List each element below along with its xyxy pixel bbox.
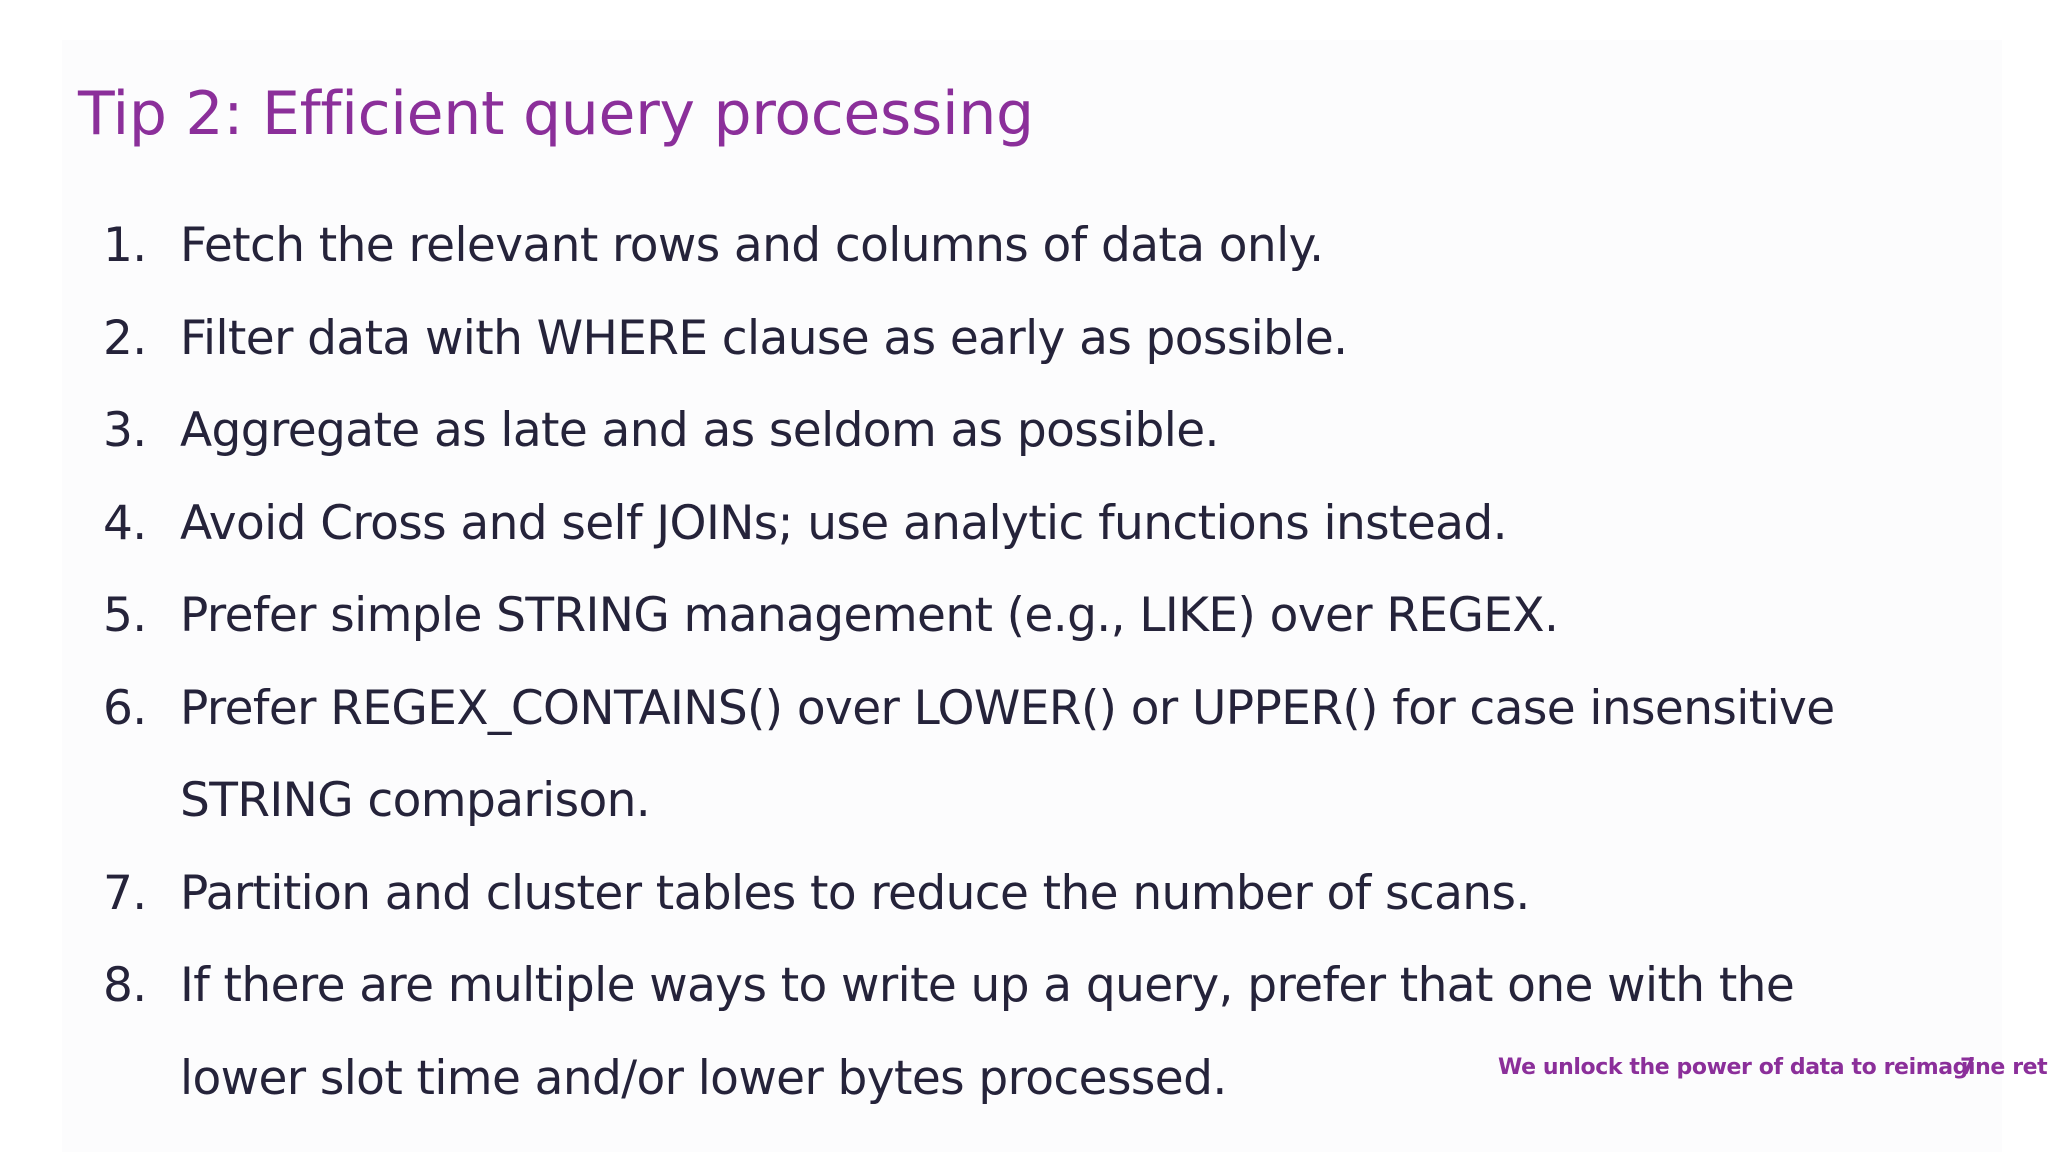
list-item: 7. Partition and cluster tables to reduc… — [0, 848, 2048, 941]
list-item-text: Partition and cluster tables to reduce t… — [180, 865, 1530, 921]
list-item-text: Fetch the relevant rows and columns of d… — [180, 218, 1324, 273]
list-item-number: 3. — [103, 403, 147, 458]
content-panel — [62, 40, 2002, 1152]
list-item: 5. Prefer simple STRING management (e.g.… — [0, 570, 2048, 663]
list-item: 8. If there are multiple ways to write u… — [0, 940, 2048, 1125]
list-item-number: 2. — [103, 310, 147, 366]
list-item-text: Avoid Cross and self JOINs; use analytic… — [180, 495, 1508, 551]
list-item-number: 5. — [103, 588, 147, 643]
list-item-number: 1. — [103, 218, 147, 273]
list-item-text: Prefer simple STRING management (e.g., L… — [180, 588, 1559, 643]
tips-list: 1. Fetch the relevant rows and columns o… — [0, 200, 2048, 1125]
list-item: 2. Filter data with WHERE clause as earl… — [0, 293, 2048, 386]
list-item-text: Prefer REGEX_CONTAINS() over LOWER() or … — [180, 680, 1835, 829]
list-item: 1. Fetch the relevant rows and columns o… — [0, 200, 2048, 293]
page-number: 7 — [1960, 1055, 1976, 1080]
list-item-text: If there are multiple ways to write up a… — [180, 958, 1795, 1106]
list-item-number: 8. — [103, 958, 147, 1013]
list-item-number: 6. — [103, 680, 147, 736]
list-item: 6. Prefer REGEX_CONTAINS() over LOWER() … — [0, 663, 2048, 848]
list-item-number: 7. — [103, 865, 147, 921]
list-item-text: Aggregate as late and as seldom as possi… — [180, 403, 1219, 458]
footer-tagline: We unlock the power of data to reimagine… — [1498, 1055, 2048, 1080]
list-item: 3. Aggregate as late and as seldom as po… — [0, 385, 2048, 478]
slide-title: Tip 2: Efficient query processing — [78, 79, 1034, 149]
list-item: 4. Avoid Cross and self JOINs; use analy… — [0, 478, 2048, 571]
list-item-number: 4. — [103, 495, 147, 551]
list-item-text: Filter data with WHERE clause as early a… — [180, 310, 1348, 366]
